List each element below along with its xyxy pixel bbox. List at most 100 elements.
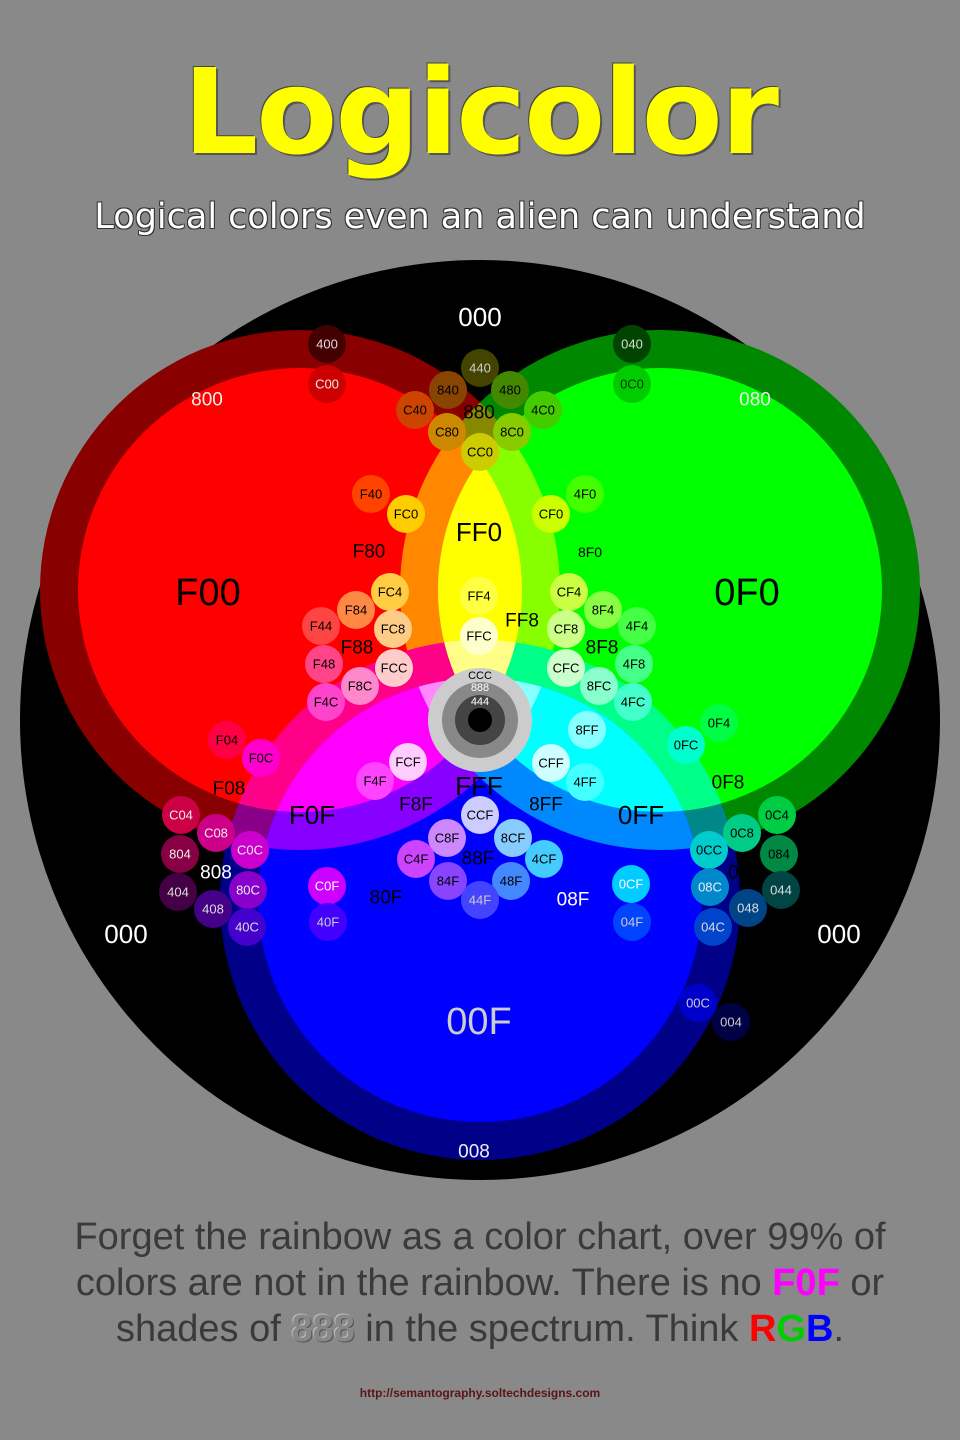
swatch-84f [429, 862, 467, 900]
swatch-label-f4c: F4C [314, 695, 339, 710]
swatch-label-408: 408 [202, 902, 224, 917]
swatch-label-40c: 40C [235, 920, 259, 935]
swatch-label-044: 044 [770, 883, 792, 898]
swatch-label-4ff: 4FF [573, 775, 596, 790]
swatch-label-4f4: 4F4 [626, 619, 648, 634]
region-label-ff0: FF0 [456, 517, 502, 547]
swatch-f48 [305, 645, 343, 683]
swatch-label-084: 084 [768, 847, 790, 862]
swatch-label-404: 404 [167, 885, 189, 900]
swatch-label-0c8: 0C8 [730, 826, 754, 841]
swatch-label-0fc: 0FC [674, 738, 699, 753]
footer-line-3: shades of 888 in the spectrum. Think RGB… [20, 1306, 940, 1352]
swatch-ff4 [460, 577, 498, 615]
swatch-44f [461, 881, 499, 919]
swatch-8ff [568, 711, 606, 749]
swatch-label-c40: C40 [403, 403, 427, 418]
swatch-label-f44: F44 [310, 619, 332, 634]
swatch-label-f4f: F4F [363, 774, 386, 789]
swatch-cf8 [547, 610, 585, 648]
swatch-label-cf8: CF8 [554, 622, 579, 637]
swatch-c4f [397, 840, 435, 878]
region-label-fff: FFF [455, 771, 503, 801]
swatch-label-888: 888 [471, 682, 489, 694]
swatch-label-8f4: 8F4 [592, 603, 614, 618]
swatch-label-00c: 00C [686, 996, 710, 1011]
footer-url-link[interactable]: http://semantography.soltechdesigns.com [359, 1386, 601, 1400]
swatch-044 [762, 871, 800, 909]
swatch-cf4 [550, 573, 588, 611]
highlight-b: B [806, 1308, 834, 1350]
swatch-label-4f8: 4F8 [623, 657, 645, 672]
highlight-888: 888 [291, 1308, 355, 1350]
swatch-440 [461, 349, 499, 387]
swatch-fc8 [374, 610, 412, 648]
swatch-label-0cf: 0CF [619, 877, 644, 892]
swatch-048 [729, 889, 767, 927]
swatch-label-fcc: FCC [381, 661, 408, 676]
swatch-4fc [614, 683, 652, 721]
swatch-label-4c0: 4C0 [531, 403, 555, 418]
swatch-0fc [667, 726, 705, 764]
swatch-label-440: 440 [469, 361, 491, 376]
swatch-c00 [308, 365, 346, 403]
swatch-f40 [352, 475, 390, 513]
swatch-c40 [396, 391, 434, 429]
swatch-label-4cf: 4CF [532, 852, 557, 867]
region-label-0f8: 0F8 [712, 773, 745, 794]
page-subtitle: Logical colors even an alien can underst… [94, 197, 866, 237]
swatch-label-cf0: CF0 [539, 507, 564, 522]
swatch-label-804: 804 [169, 847, 191, 862]
swatch-c08 [197, 814, 235, 852]
outer-label-1: 000 [817, 919, 860, 949]
swatch-4f0 [566, 475, 604, 513]
region-label-f0f: F0F [289, 800, 335, 830]
region-label-800: 800 [191, 390, 223, 411]
swatch-label-f40: F40 [360, 487, 382, 502]
swatch-label-c08: C08 [204, 826, 228, 841]
swatch-08c [691, 868, 729, 906]
swatch-f4c [307, 683, 345, 721]
swatch-label-fc8: FC8 [381, 622, 406, 637]
region-label-8ff: 8FF [529, 795, 563, 816]
swatch-0c0 [613, 365, 651, 403]
region-label-88f: 88F [462, 849, 495, 870]
swatch-label-0c4: 0C4 [765, 808, 789, 823]
swatch-label-84f: 84F [437, 874, 459, 889]
swatch-label-c0c: C0C [237, 843, 263, 858]
swatch-fcc [375, 649, 413, 687]
swatch-label-fcf: FCF [395, 755, 420, 770]
swatch-label-40f: 40F [317, 915, 339, 930]
highlight-f0f: F0F [772, 1262, 840, 1304]
swatch-label-0cc: 0CC [696, 843, 722, 858]
swatch-8fc [580, 667, 618, 705]
region-label-080: 080 [739, 390, 771, 411]
swatch-label-04f: 04F [621, 915, 643, 930]
footer-line-2-a: colors are not in the rainbow. There is … [75, 1262, 773, 1304]
swatch-8c0 [493, 413, 531, 451]
region-label-088: 088 [728, 863, 760, 884]
outer-label-2: 000 [458, 302, 501, 332]
swatch-040 [613, 325, 651, 363]
swatch-label-0f4: 0F4 [708, 716, 730, 731]
swatch-cf0 [532, 495, 570, 533]
swatch-f4f [356, 762, 394, 800]
swatch-00c [679, 984, 717, 1022]
footer-line-3-end: . [833, 1308, 845, 1350]
swatch-48f [492, 862, 530, 900]
swatch-label-ccf: CCF [467, 808, 494, 823]
swatch-label-444: 444 [471, 696, 489, 708]
region-label-0ff: 0FF [618, 800, 664, 830]
swatch-label-08c: 08C [698, 880, 722, 895]
swatch-cfc [547, 649, 585, 687]
region-label-80f: 80F [370, 888, 403, 909]
region-label-0f0: 0F0 [714, 572, 779, 614]
swatch-0c8 [723, 814, 761, 852]
swatch-80c [229, 871, 267, 909]
footer-line-2-c: or [839, 1262, 885, 1304]
swatch-label-8c0: 8C0 [500, 425, 524, 440]
swatch-label-c0f: C0F [315, 879, 340, 894]
swatch-label-c00: C00 [315, 377, 339, 392]
region-label-f08: F08 [213, 779, 246, 800]
